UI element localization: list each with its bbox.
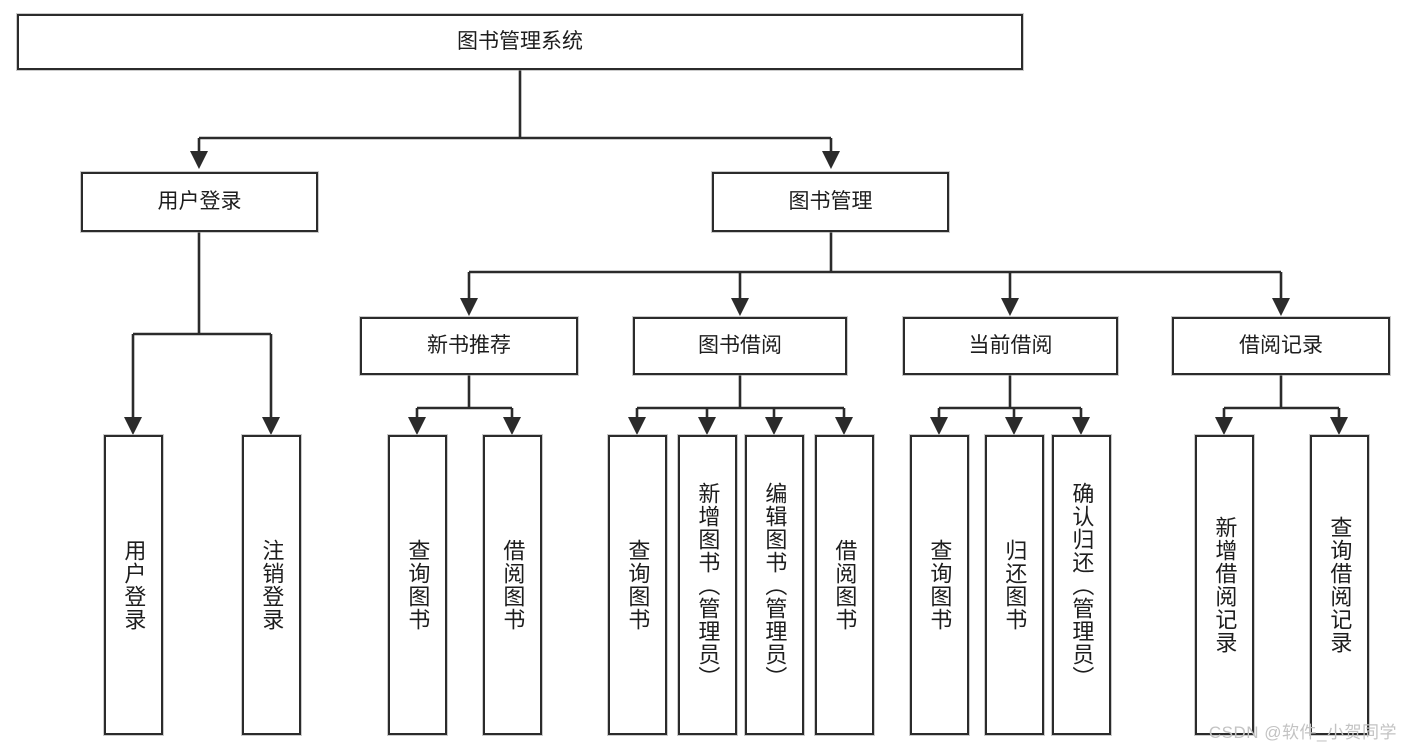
node-borrow-record-label: 借阅记录 <box>1239 333 1323 357</box>
node-user-login[interactable]: 用户登录 <box>81 172 318 232</box>
node-book-management[interactable]: 图书管理 <box>712 172 949 232</box>
leaf-query-borrow-record-label: 查询借阅记录 <box>1327 516 1353 654</box>
node-book-borrow[interactable]: 图书借阅 <box>633 317 847 375</box>
leaf-lend-book-label: 借阅图书 <box>832 539 858 631</box>
leaf-borrow-book-new[interactable]: 借阅图书 <box>483 435 542 735</box>
leaf-logout[interactable]: 注销登录 <box>242 435 301 735</box>
leaf-edit-book-admin-label: 编辑图书（管理员） <box>762 481 788 689</box>
leaf-query-book-current-label: 查询图书 <box>927 539 953 631</box>
leaf-query-book-current[interactable]: 查询图书 <box>910 435 969 735</box>
leaf-return-book-label: 归还图书 <box>1002 539 1028 631</box>
leaf-query-book-new[interactable]: 查询图书 <box>388 435 447 735</box>
leaf-query-book-borrow-label: 查询图书 <box>625 539 651 631</box>
leaf-user-login[interactable]: 用户登录 <box>104 435 163 735</box>
leaf-confirm-return-admin[interactable]: 确认归还（管理员） <box>1052 435 1111 735</box>
leaf-query-book-new-label: 查询图书 <box>405 539 431 631</box>
node-current-borrow-label: 当前借阅 <box>968 333 1053 357</box>
node-book-borrow-label: 图书借阅 <box>698 333 782 357</box>
leaf-edit-book-admin[interactable]: 编辑图书（管理员） <box>745 435 804 735</box>
node-new-book-recommend-label: 新书推荐 <box>427 333 511 357</box>
node-root[interactable]: 图书管理系统 <box>17 14 1023 70</box>
node-root-label: 图书管理系统 <box>457 29 583 53</box>
leaf-add-book-admin-label: 新增图书（管理员） <box>695 481 721 689</box>
node-user-login-label: 用户登录 <box>157 189 242 213</box>
node-new-book-recommend[interactable]: 新书推荐 <box>360 317 578 375</box>
watermark: CSDN @软件_小贺同学 <box>1208 723 1397 742</box>
node-current-borrow[interactable]: 当前借阅 <box>903 317 1118 375</box>
leaf-query-borrow-record[interactable]: 查询借阅记录 <box>1310 435 1369 735</box>
leaf-user-login-label: 用户登录 <box>121 539 147 631</box>
node-book-management-label: 图书管理 <box>788 189 873 213</box>
leaf-add-borrow-record[interactable]: 新增借阅记录 <box>1195 435 1254 735</box>
node-borrow-record[interactable]: 借阅记录 <box>1172 317 1390 375</box>
leaf-logout-label: 注销登录 <box>259 539 285 631</box>
leaf-confirm-return-admin-label: 确认归还（管理员） <box>1069 481 1095 689</box>
leaf-lend-book[interactable]: 借阅图书 <box>815 435 874 735</box>
leaf-borrow-book-new-label: 借阅图书 <box>500 539 526 631</box>
leaf-query-book-borrow[interactable]: 查询图书 <box>608 435 667 735</box>
leaf-return-book[interactable]: 归还图书 <box>985 435 1044 735</box>
leaf-add-book-admin[interactable]: 新增图书（管理员） <box>678 435 737 735</box>
leaf-add-borrow-record-label: 新增借阅记录 <box>1212 516 1238 654</box>
